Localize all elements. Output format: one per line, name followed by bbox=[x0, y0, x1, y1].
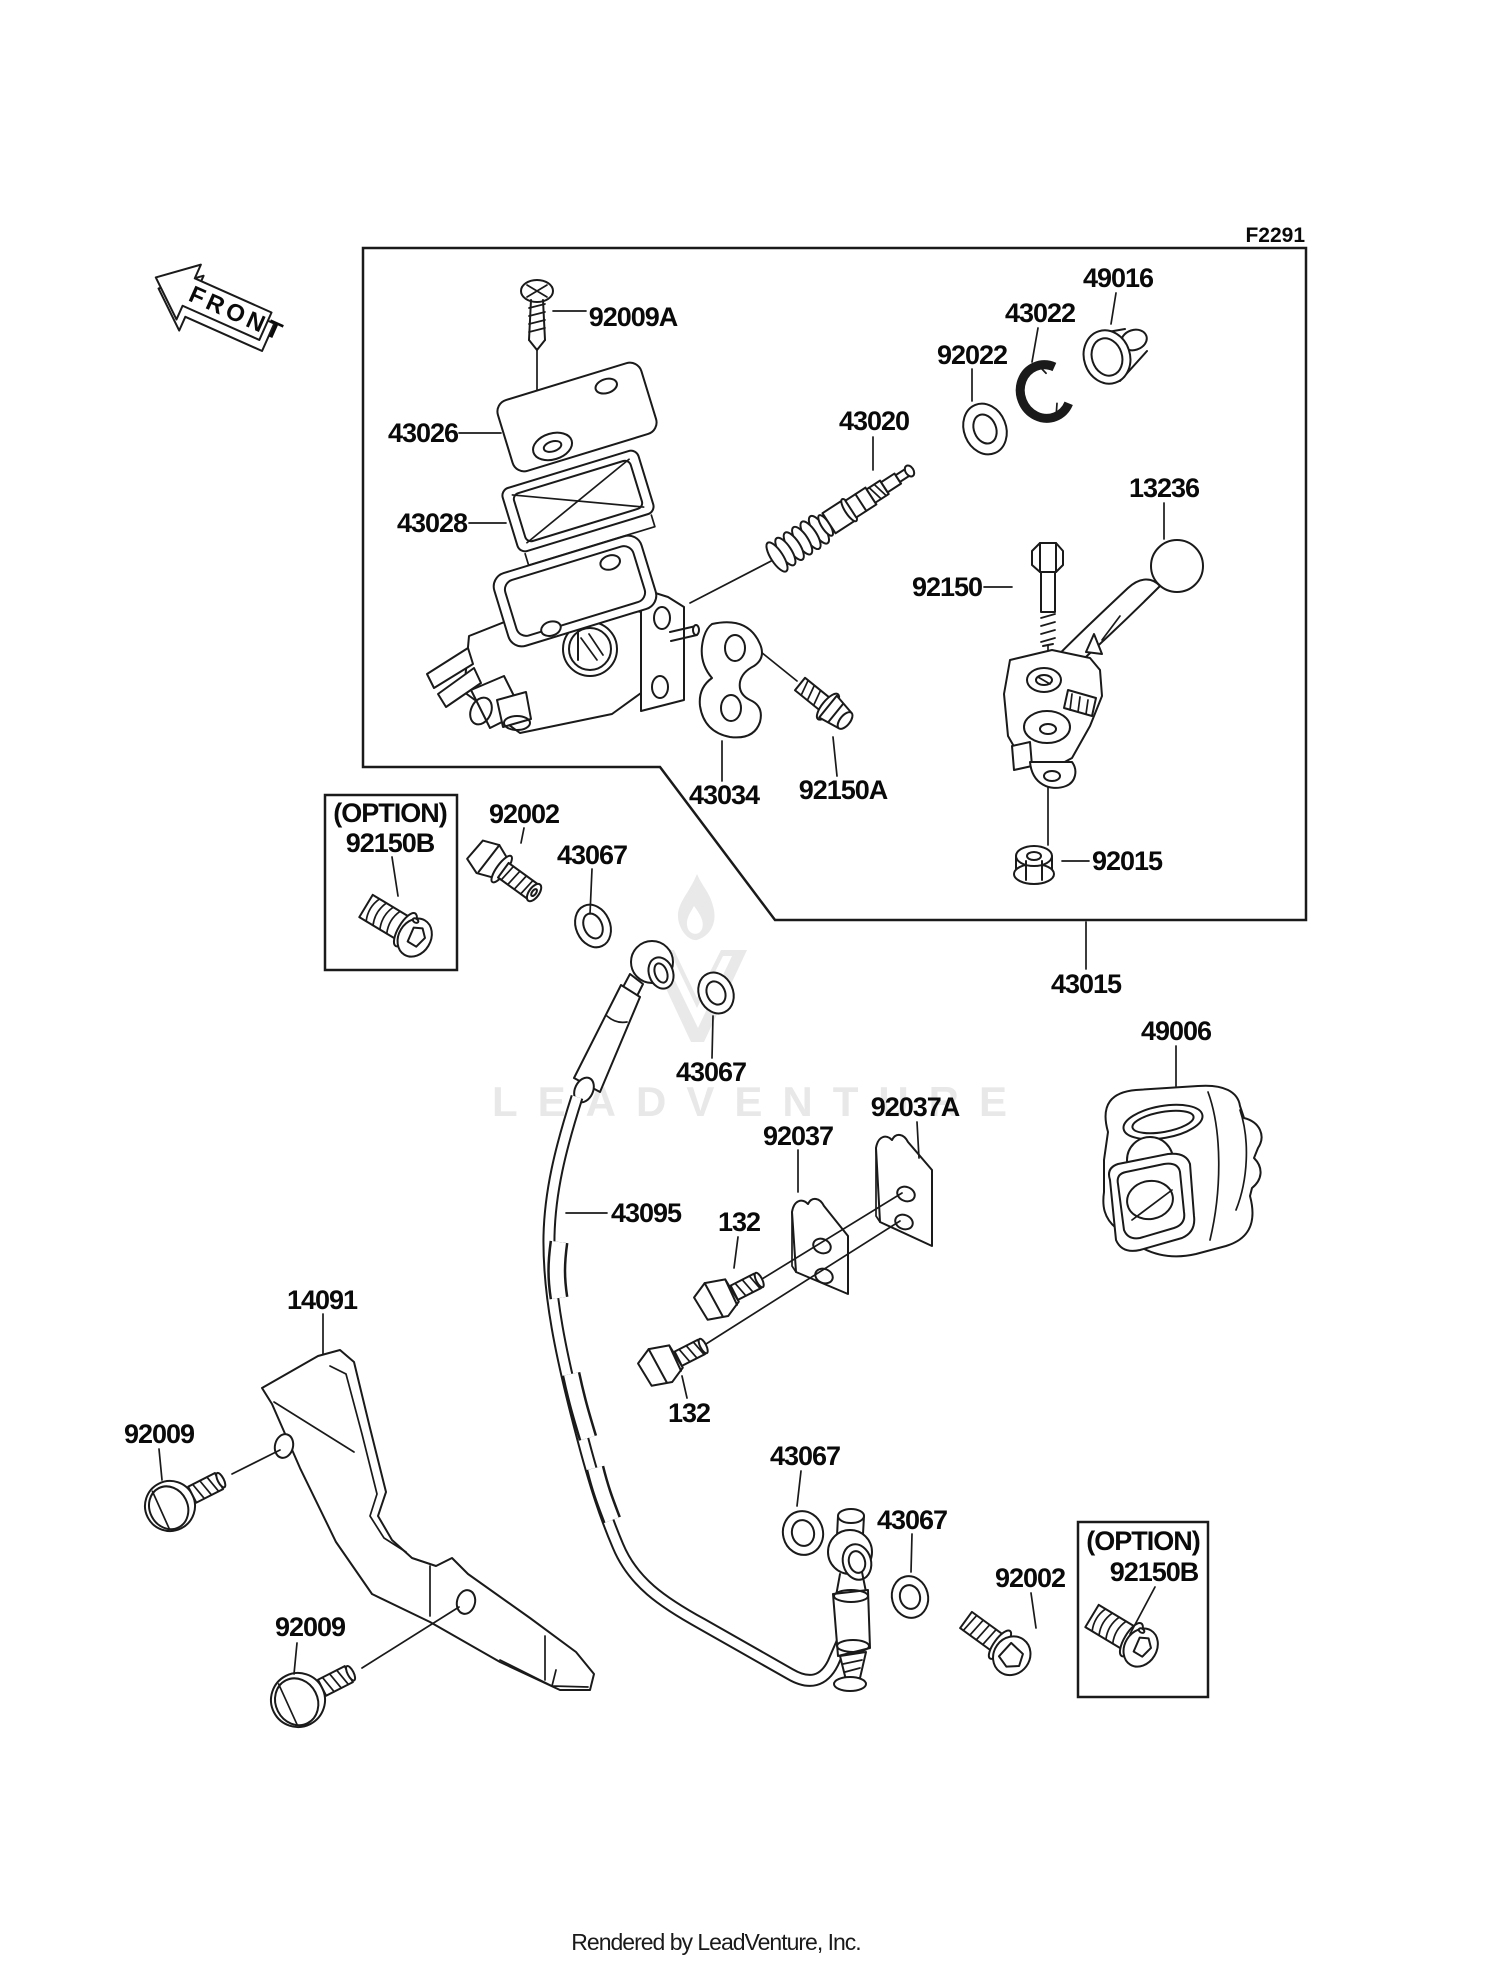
part-label-43095: 43095 bbox=[611, 1198, 682, 1228]
part-label-92015: 92015 bbox=[1092, 846, 1163, 876]
hose-guard-drawing bbox=[261, 1349, 595, 1691]
option-box-left bbox=[323, 793, 459, 972]
part-label-43020: 43020 bbox=[839, 406, 909, 436]
hose-washer-4-drawing bbox=[890, 1575, 930, 1619]
part-label-92150b-right: 92150B bbox=[1110, 1557, 1199, 1587]
bracket-bolt-1-drawing bbox=[693, 1271, 765, 1321]
part-label-49016: 49016 bbox=[1083, 263, 1154, 293]
part-label-43034: 43034 bbox=[689, 780, 760, 810]
option-caption-left: (OPTION) bbox=[333, 798, 447, 828]
part-label-92002-top: 92002 bbox=[489, 799, 559, 829]
option-caption-right: (OPTION) bbox=[1086, 1526, 1200, 1556]
part-label-43067-2: 43067 bbox=[676, 1057, 746, 1087]
brake-hose-drawing bbox=[542, 1095, 849, 1687]
reservoir-opening-drawing bbox=[492, 534, 658, 648]
brake-lever-drawing bbox=[1003, 539, 1204, 789]
option-bolt-left-drawing bbox=[358, 893, 433, 958]
leader-lines bbox=[158, 292, 1177, 1675]
pivot-nut-drawing bbox=[1013, 845, 1055, 885]
bolt-axis-lines bbox=[231, 1192, 903, 1669]
bracket-bolt-2-drawing bbox=[637, 1337, 709, 1387]
part-label-43028: 43028 bbox=[397, 508, 468, 538]
hose-clamp-bracket-a-drawing bbox=[875, 1134, 933, 1247]
part-label-92150b-left: 92150B bbox=[346, 828, 435, 858]
cap-screw-drawing bbox=[520, 279, 554, 351]
part-label-92150: 92150 bbox=[912, 572, 982, 602]
part-label-92009-2: 92009 bbox=[275, 1612, 346, 1642]
part-label-49006: 49006 bbox=[1141, 1016, 1212, 1046]
part-label-43067-3: 43067 bbox=[770, 1441, 840, 1471]
hose-lower-banjo-drawing bbox=[827, 1508, 873, 1692]
piston-assembly-drawing bbox=[765, 464, 916, 573]
part-label-43026: 43026 bbox=[388, 418, 459, 448]
part-label-92037: 92037 bbox=[763, 1121, 833, 1151]
main-assembly-box bbox=[361, 246, 1308, 922]
part-label-92150a: 92150A bbox=[799, 775, 888, 805]
part-label-43015: 43015 bbox=[1051, 969, 1122, 999]
part-label-92002-bottom: 92002 bbox=[995, 1563, 1065, 1593]
handlebar-clamp-drawing bbox=[698, 621, 763, 739]
guard-screw-2-drawing bbox=[270, 1664, 357, 1728]
part-label-43022: 43022 bbox=[1005, 298, 1075, 328]
banjo-bolt-small-bottom-drawing bbox=[959, 1610, 1032, 1677]
footer-credit: Rendered by LeadVenture, Inc. bbox=[571, 1929, 860, 1955]
pivot-washer-drawing bbox=[962, 402, 1008, 456]
hose-washer-2-drawing bbox=[697, 971, 735, 1015]
option-box-right bbox=[1076, 1520, 1210, 1699]
clamp-bolt-drawing bbox=[793, 676, 854, 730]
part-label-13236: 13236 bbox=[1129, 473, 1200, 503]
hose-washer-3-drawing bbox=[781, 1510, 825, 1556]
reservoir-cap-drawing bbox=[496, 361, 658, 473]
guard-screw-1-drawing bbox=[144, 1471, 227, 1532]
part-label-92037a: 92037A bbox=[871, 1092, 960, 1122]
part-label-43067-1: 43067 bbox=[557, 840, 627, 870]
part-label-92009a: 92009A bbox=[589, 302, 678, 332]
part-label-43067-4: 43067 bbox=[877, 1505, 947, 1535]
part-label-92022: 92022 bbox=[937, 340, 1007, 370]
lever-pivot-bolt-drawing bbox=[1031, 542, 1064, 647]
circlip-drawing bbox=[1015, 360, 1073, 423]
hose-washer-1-drawing bbox=[574, 903, 612, 949]
part-label-92009-1: 92009 bbox=[124, 1419, 195, 1449]
hose-upper-banjo-drawing bbox=[573, 940, 675, 1104]
banjo-bolt-small-top-drawing bbox=[466, 839, 543, 903]
part-label-132-2: 132 bbox=[668, 1398, 710, 1428]
part-label-132-1: 132 bbox=[718, 1207, 760, 1237]
figure-code: F2291 bbox=[1245, 224, 1305, 247]
option-bolt-right-drawing bbox=[1084, 1603, 1159, 1668]
lever-boot-drawing bbox=[1082, 328, 1148, 385]
master-cylinder-cover-drawing bbox=[1102, 1084, 1263, 1258]
diaphragm-drawing bbox=[501, 449, 656, 567]
part-labels: 92009A 43026 43028 43020 92022 43022 490… bbox=[124, 263, 1213, 1642]
part-label-14091: 14091 bbox=[287, 1285, 358, 1315]
